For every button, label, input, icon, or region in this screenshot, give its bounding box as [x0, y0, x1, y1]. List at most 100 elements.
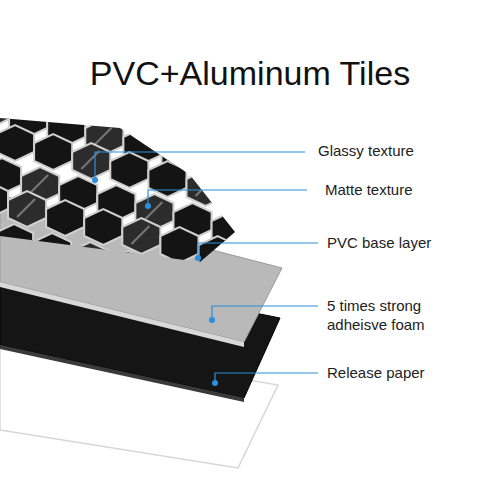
hexagon-tile: [34, 134, 72, 170]
hexagon-tile: [250, 221, 288, 257]
hexagon-tile: [0, 182, 8, 218]
gloss-reflection: [117, 349, 135, 367]
gloss-reflection: [16, 298, 34, 316]
gloss-reflection: [296, 328, 314, 346]
hexagon-tile: [134, 284, 172, 320]
leader-dots: [92, 177, 218, 386]
leader-lines: [95, 152, 318, 381]
hexagon-tile: [160, 227, 198, 263]
gloss-reflection: [94, 127, 112, 145]
hexagon-tile: [187, 170, 225, 206]
gloss-reflection: [17, 199, 35, 217]
leader-dot: [209, 317, 215, 323]
hexagon-tile: [236, 344, 274, 380]
hexagon-tile: [198, 335, 236, 371]
hexagon-tile: [110, 152, 148, 188]
part-label: 5 times strong adheisve foam: [327, 297, 445, 335]
leader-dot: [145, 203, 151, 209]
hexagon-tile: [184, 359, 222, 395]
hexagon-tile: [199, 236, 237, 272]
hexagon-tile: [121, 317, 159, 353]
hexagon-tile: [32, 323, 70, 359]
hexagon-tile: [0, 92, 9, 128]
leader-dot: [195, 255, 201, 261]
hexagon-tile: [108, 341, 146, 377]
hexagon-tile: [238, 155, 276, 191]
hexagon-tile: [147, 260, 185, 296]
hexagon-tile: [109, 251, 147, 287]
part-label: Glassy texture: [318, 142, 488, 161]
hexagon-tile: [20, 257, 58, 293]
hexagon-tile: [211, 302, 249, 338]
hexagon-tile: [299, 386, 337, 422]
hexagon-tiles: [0, 50, 337, 422]
hexagon-tile: [45, 299, 83, 335]
hexagon-tile: [0, 248, 20, 284]
gloss-reflection: [131, 226, 149, 244]
hexagon-tile: [72, 143, 110, 179]
foam-edge: [0, 345, 244, 402]
hexagon-tile: [262, 287, 300, 323]
hexagon-tile: [186, 269, 224, 305]
hexagon-tile: [172, 293, 210, 329]
hexagon-tile: [148, 161, 186, 197]
hexagon-tile: [261, 377, 299, 413]
hexagon-tile: [213, 113, 251, 149]
leader-line: [95, 152, 305, 178]
hexagon-tile: [84, 209, 122, 245]
hexagon-tile: [224, 278, 262, 314]
gloss-reflection: [67, 274, 85, 292]
gloss-reflection: [30, 175, 48, 193]
hexagon-tile: [225, 179, 263, 215]
hexagon-tile: [22, 68, 60, 104]
leader-line: [148, 190, 307, 204]
hexagon-tile: [33, 233, 71, 269]
gloss-reflection: [232, 376, 250, 394]
leader-dot: [212, 380, 218, 386]
gloss-reflection: [81, 151, 99, 169]
hexagon-tile: [0, 281, 7, 317]
gloss-reflection: [195, 277, 213, 295]
leader-line: [198, 243, 318, 256]
gloss-reflection: [196, 178, 214, 196]
gloss-reflection: [245, 352, 263, 370]
gloss-reflection: [144, 202, 162, 220]
leader-line: [212, 306, 318, 318]
hexagon-tile: [159, 326, 197, 362]
hexagon-tile: [83, 308, 121, 344]
hexagon-tile: [58, 266, 96, 302]
gloss-reflection: [146, 103, 164, 121]
gloss-reflection: [130, 325, 148, 343]
hexagon-tile: [8, 191, 46, 227]
leader-dot: [92, 177, 98, 183]
gloss-reflection: [209, 154, 227, 172]
hexagon-tile: [287, 320, 325, 356]
hexagon-tile: [0, 224, 33, 260]
hexagon-tile: [275, 254, 313, 290]
hexagon-tile: [71, 242, 109, 278]
gloss-reflection: [80, 250, 98, 268]
pvc-edge: [0, 282, 244, 347]
gloss-reflection: [246, 253, 264, 271]
gloss-reflection: [182, 301, 200, 319]
hexagon-tile: [0, 125, 34, 161]
hexagon-tile: [0, 59, 22, 95]
diagram-title: PVC+Aluminum Tiles: [0, 52, 500, 95]
hexagon-tile: [70, 332, 108, 368]
hexagon-tile: [0, 314, 32, 350]
part-label: PVC base layer: [327, 234, 492, 253]
hexagon-tile: [263, 188, 301, 224]
part-label: Matte texture: [325, 181, 490, 200]
hexagon-tile: [274, 353, 312, 389]
gloss-reflection: [31, 76, 49, 94]
gloss-reflection: [259, 229, 277, 247]
leader-line: [215, 373, 318, 381]
hexagon-tile: [46, 200, 84, 236]
hexagon-tile: [249, 311, 287, 347]
hexagon-tile: [7, 290, 45, 326]
hexagon-tile: [122, 218, 160, 254]
hexagon-tile: [146, 350, 184, 386]
part-label: Release paper: [327, 364, 492, 383]
hexagon-tile: [175, 104, 213, 140]
hexagon-tile: [96, 275, 134, 311]
